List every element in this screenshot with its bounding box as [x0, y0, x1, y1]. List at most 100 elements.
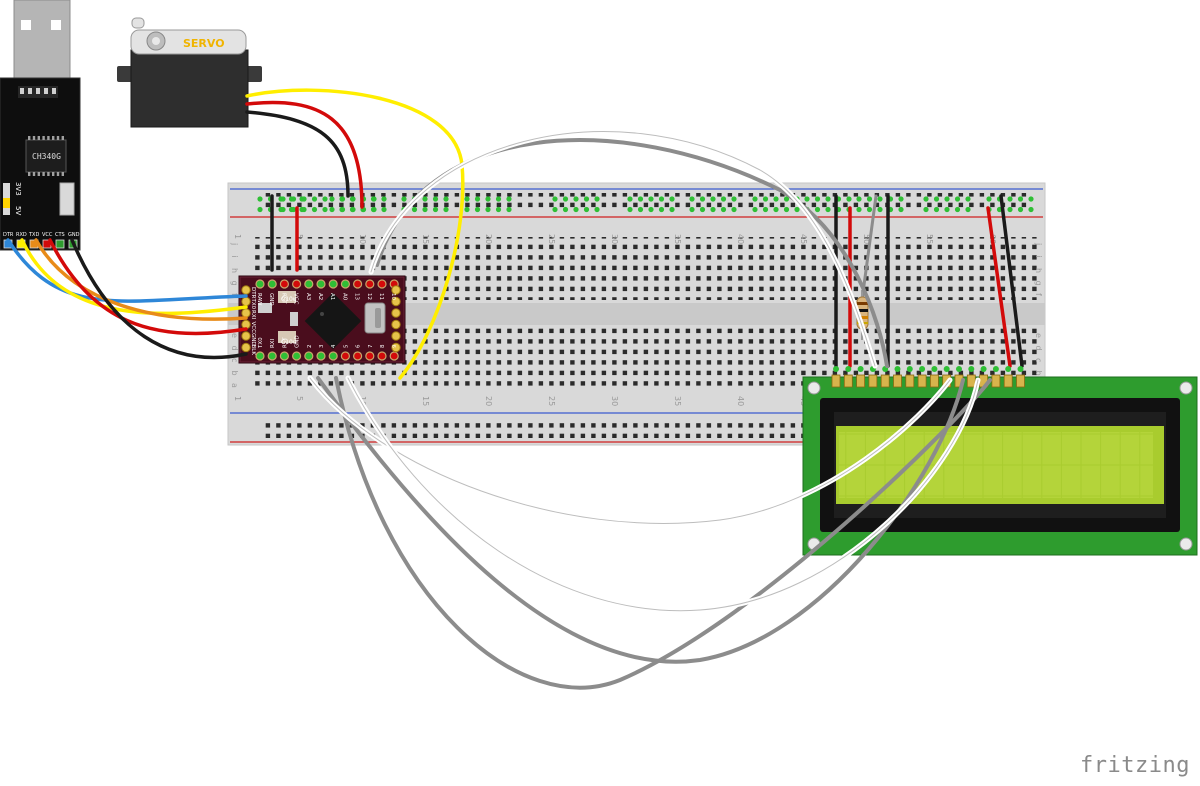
lcd-pin[interactable] — [856, 374, 865, 388]
bb-row-letter: i — [1034, 256, 1043, 258]
lcd-pin[interactable] — [831, 374, 841, 388]
rail-contact — [898, 196, 904, 202]
bb-row-letter: h — [230, 268, 239, 273]
bb-row-letter: f — [1034, 293, 1043, 296]
chip-leg — [42, 172, 45, 176]
rail-contact — [731, 206, 737, 213]
white-wire-b[interactable] — [347, 377, 979, 612]
arduino-pin-bottom[interactable] — [340, 351, 350, 361]
bb-col-number-top: 55 — [925, 234, 934, 244]
rail-contact — [301, 206, 307, 213]
arduino-pin-top[interactable] — [304, 279, 314, 289]
arduino-pin-top[interactable] — [340, 279, 350, 289]
bb-col-number-top: 45 — [799, 234, 808, 244]
lcd-pin[interactable] — [991, 374, 1001, 388]
arduino-pin-bottom[interactable] — [279, 351, 289, 361]
arduino-pin-top[interactable] — [292, 279, 302, 289]
bb-row-letter: f — [230, 293, 239, 296]
black-jumper-right[interactable] — [999, 194, 1024, 368]
rail-contact — [322, 206, 328, 213]
gnd-wire[interactable] — [70, 238, 248, 360]
lcd-pin[interactable] — [880, 374, 890, 388]
arduino-pin-label: 13 — [354, 293, 360, 300]
arduino-pin-side[interactable] — [391, 308, 401, 318]
red-jumper-right[interactable] — [986, 206, 1012, 368]
rail-contact — [689, 196, 695, 202]
arduino-pin-top[interactable] — [365, 279, 375, 289]
arduino-pin-bottom[interactable] — [353, 351, 363, 361]
rail-contact — [773, 196, 779, 202]
arduino-pin-side[interactable] — [391, 331, 401, 341]
lcd-pin[interactable] — [843, 374, 853, 388]
gray-wire-d4[interactable] — [316, 376, 965, 664]
arduino-pin-bottom[interactable] — [292, 351, 302, 361]
arduino-pin-bottom[interactable] — [377, 351, 387, 361]
rail-contact — [401, 196, 407, 202]
lcd-pin[interactable] — [966, 374, 976, 388]
arduino-pin-side[interactable] — [391, 296, 401, 307]
lcd-pin[interactable] — [917, 374, 927, 388]
rail-contact — [583, 206, 590, 213]
bb-col-number-top: 40 — [736, 234, 745, 244]
arduino-pin-top[interactable] — [377, 279, 387, 289]
arduino-pin-bottom[interactable] — [389, 351, 399, 361]
arduino-pin-top[interactable] — [255, 279, 265, 289]
arduino-pin-side[interactable] — [241, 308, 251, 318]
arduino-pin-top[interactable] — [316, 279, 326, 289]
lcd-pin[interactable] — [1016, 374, 1025, 388]
bb-row-letter: b — [230, 371, 239, 376]
arduino-pin-side[interactable] — [391, 319, 401, 330]
arduino-pin-top[interactable] — [328, 279, 338, 289]
arduino-pin-bottom[interactable] — [328, 351, 338, 361]
arduino-pin-label: VCC — [293, 293, 299, 305]
servo-power-wire[interactable] — [245, 100, 364, 209]
arduino-pin-bottom[interactable] — [365, 351, 375, 361]
bb-col-number-bottom: 40 — [736, 396, 745, 406]
chip-leg — [56, 172, 60, 176]
white-wire-top[interactable] — [370, 131, 876, 367]
rail-contact — [933, 206, 940, 213]
gray-wire-d5[interactable] — [334, 376, 992, 690]
usb-pin-label: VCC — [42, 232, 53, 238]
arduino-pin-label: GND — [295, 335, 301, 348]
arduino-pin-top[interactable] — [279, 279, 289, 289]
rail-contact — [432, 206, 439, 213]
rail-contact — [825, 206, 831, 213]
arduino-pin-top[interactable] — [267, 279, 277, 289]
arduino-pin-label: GND — [268, 293, 274, 306]
rail-contact — [944, 206, 950, 213]
arduino-pin-side[interactable] — [241, 296, 251, 307]
voltage-switch[interactable] — [3, 198, 10, 208]
chip-leg — [37, 172, 40, 176]
arduino-pin-side[interactable] — [241, 331, 251, 341]
rail-contact — [731, 196, 737, 202]
txd-wire[interactable] — [34, 238, 248, 321]
arduino-pin-top[interactable] — [353, 279, 363, 289]
arduino-pin-side[interactable] — [391, 285, 401, 295]
arduino-pin-bottom[interactable] — [255, 351, 265, 361]
capacitor-2 — [278, 331, 296, 343]
arduino-pin-bottom[interactable] — [267, 351, 277, 361]
rail-contact — [339, 196, 345, 202]
servo-ground-wire[interactable] — [245, 110, 350, 198]
arduino-pin-bottom[interactable] — [316, 351, 326, 361]
dtr-wire[interactable] — [6, 238, 248, 303]
usb-pin[interactable] — [55, 239, 65, 249]
rail-contact — [877, 206, 883, 213]
lcd-pin-contact — [943, 366, 950, 372]
arduino-pin-side[interactable] — [241, 342, 251, 353]
vcc-wire[interactable] — [48, 238, 248, 336]
lcd-pin[interactable] — [868, 374, 878, 388]
arduino-pin-side[interactable] — [241, 285, 251, 295]
lcd-pin[interactable] — [930, 374, 939, 388]
gray-jumper-contrast[interactable] — [860, 194, 878, 302]
rail-contact — [783, 196, 790, 202]
lcd-pin[interactable] — [905, 374, 915, 388]
arduino-pin-bottom[interactable] — [304, 351, 314, 361]
lcd-pin[interactable] — [893, 374, 902, 388]
lcd-pin[interactable] — [1003, 374, 1013, 388]
arduino-pin-side[interactable] — [391, 342, 401, 353]
servo-motor[interactable]: SERVO — [117, 17, 262, 128]
